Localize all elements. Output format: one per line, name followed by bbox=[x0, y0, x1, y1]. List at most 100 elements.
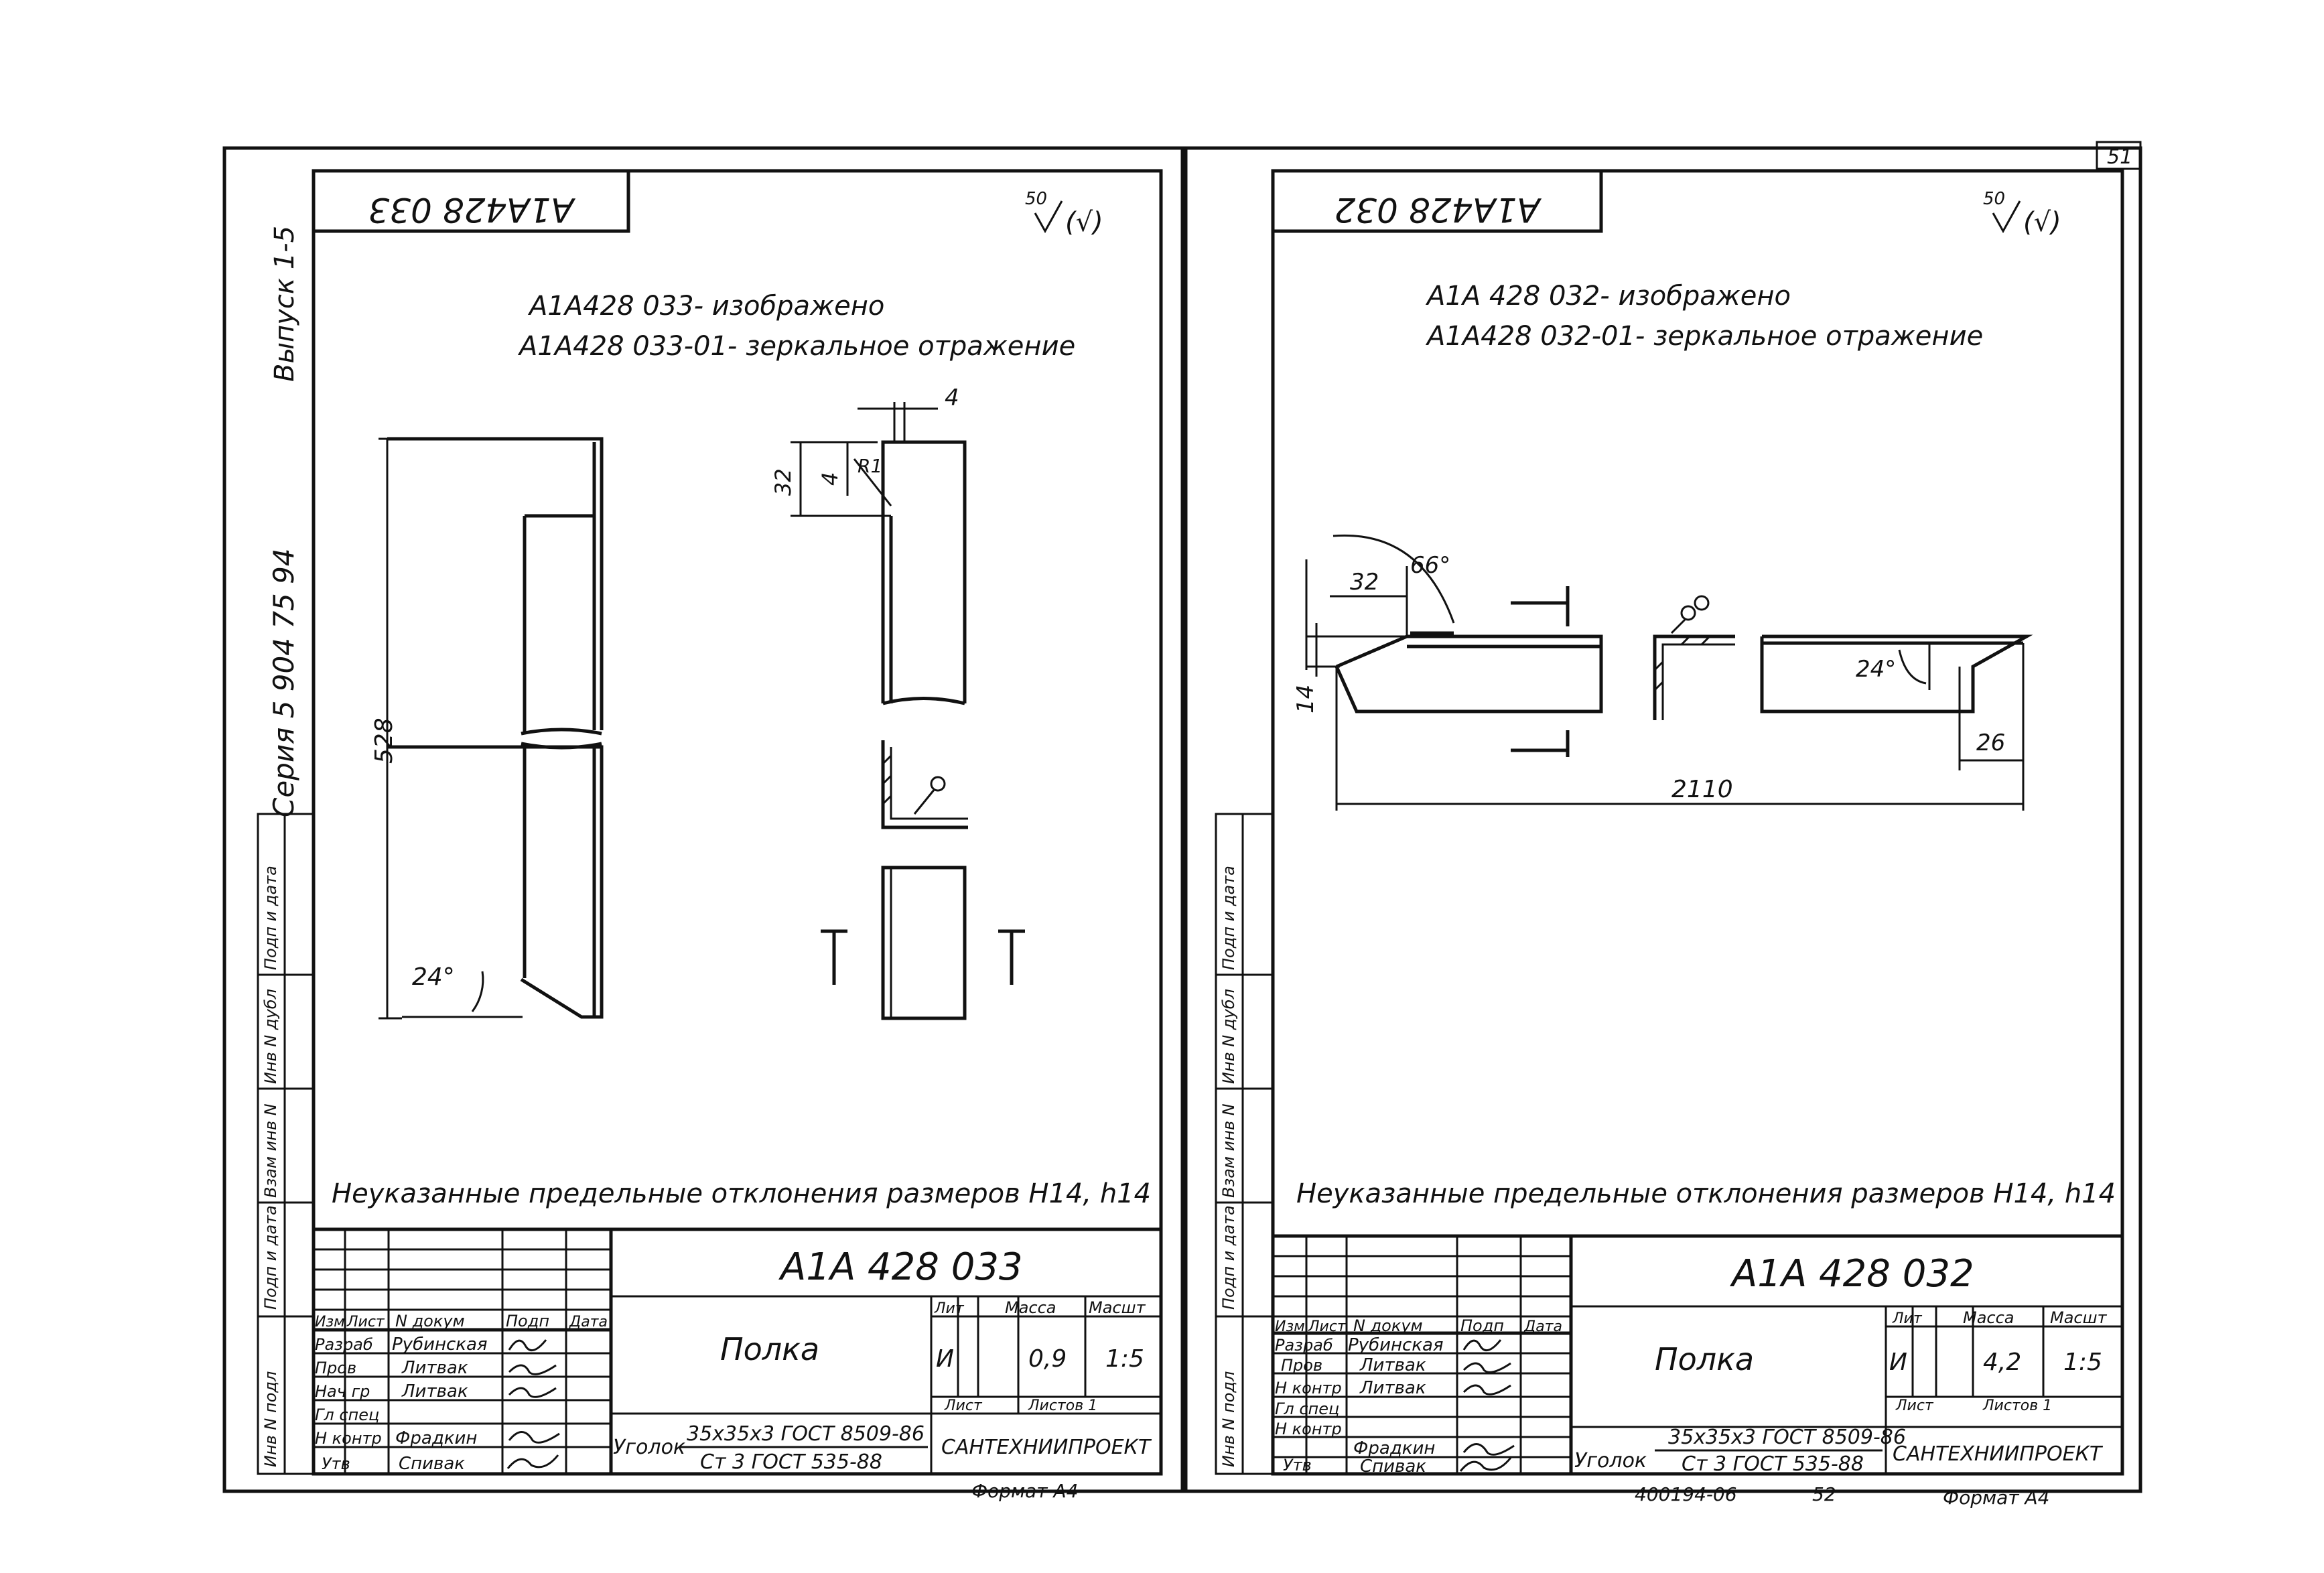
left-designation: А1А 428 033 bbox=[778, 1245, 1023, 1289]
left-mirrored-code-box bbox=[312, 169, 630, 233]
right-role-5: Н контр bbox=[1275, 1420, 1342, 1438]
right-note-line1: А1А 428 032- изображено bbox=[1425, 281, 1791, 312]
side-stamp-label-2: Подп и дата bbox=[261, 1205, 280, 1310]
right-col-header-2: Лист bbox=[1308, 1318, 1347, 1335]
left-roughness-symbol: 50 (√) bbox=[1025, 189, 1103, 238]
side-stamp-label-5: Подп и дата bbox=[261, 866, 280, 970]
left-sheets-label: Листов 1 bbox=[1028, 1397, 1097, 1414]
issue-label: Выпуск 1-5 bbox=[269, 226, 300, 382]
right-footer-code: 400194-06 bbox=[1635, 1483, 1737, 1505]
left-mass-label: Масса bbox=[1005, 1298, 1056, 1317]
right-lit-label: Лит bbox=[1892, 1310, 1923, 1327]
right-name-1: Рубинская bbox=[1348, 1335, 1444, 1355]
left-organization: САНТЕХНИИПРОЕКТ bbox=[941, 1436, 1152, 1459]
right-mirrored-code: А1А428 032 bbox=[1335, 190, 1542, 229]
right-side-stamp: Инв N подл Подп и дата Взам инв N Инв N … bbox=[1215, 813, 1274, 1475]
right-side-stamp-label-2: Подп и дата bbox=[1219, 1205, 1238, 1310]
right-role-2: Пров bbox=[1281, 1356, 1322, 1375]
right-dim-cut: 26 bbox=[1976, 730, 2005, 756]
left-mass-value: 0,9 bbox=[1028, 1345, 1067, 1373]
left-role-3: Нач гр bbox=[315, 1382, 370, 1401]
right-mirrored-code-box bbox=[1271, 169, 1603, 233]
left-angle-section bbox=[881, 740, 968, 829]
svg-text:50: 50 bbox=[1025, 189, 1047, 209]
left-sheet-border bbox=[222, 146, 1184, 1493]
side-stamp-label-1: Инв N подл bbox=[261, 1371, 280, 1467]
right-name-5: Фрадкин bbox=[1353, 1438, 1435, 1458]
left-main-view: 528 24° bbox=[370, 437, 604, 1020]
left-mirrored-code: А1А428 033 bbox=[368, 190, 576, 229]
right-sheets-label: Листов 1 bbox=[1982, 1397, 2052, 1414]
right-material-top: 35x35x3 ГОСТ 8509-86 bbox=[1668, 1426, 1906, 1449]
right-title-block: Изм Лист N докум Подп Дата Разраб Пров Н… bbox=[1271, 1234, 2124, 1509]
right-role-4: Гл спец bbox=[1275, 1399, 1339, 1418]
left-name-1: Рубинская bbox=[392, 1335, 488, 1355]
left-scale-value: 1:5 bbox=[1105, 1345, 1144, 1373]
left-name-2: Литвак bbox=[401, 1358, 468, 1378]
left-col-header-1: Изм bbox=[315, 1314, 345, 1330]
side-stamp-label-3: Взам инв N bbox=[261, 1103, 280, 1198]
right-name-2: Литвак bbox=[1359, 1355, 1426, 1375]
left-lit-label: Лит bbox=[934, 1300, 965, 1317]
left-part-name: Полка bbox=[720, 1331, 819, 1367]
left-side-view: 32 4 R1 4 bbox=[770, 385, 967, 705]
right-lit-value: И bbox=[1889, 1349, 1907, 1376]
svg-text:(√): (√) bbox=[1065, 207, 1103, 238]
left-note-line1: А1А428 033- изображено bbox=[527, 291, 884, 322]
right-col-header-5: Дата bbox=[1523, 1318, 1562, 1335]
right-scale-label: Масшт bbox=[2050, 1308, 2108, 1327]
left-col-header-4: Подп bbox=[506, 1312, 549, 1330]
left-name-3: Литвак bbox=[401, 1381, 468, 1401]
left-role-2: Пров bbox=[315, 1359, 356, 1377]
svg-text:(√): (√) bbox=[2023, 207, 2061, 238]
right-sheet-border bbox=[1184, 146, 2142, 1493]
left-dim-thick: 4 bbox=[945, 385, 959, 411]
left-scale-label: Масшт bbox=[1089, 1298, 1146, 1317]
right-name-6: Спивак bbox=[1360, 1456, 1426, 1477]
right-col-header-3: N докум bbox=[1353, 1316, 1423, 1335]
left-side-stamp: Инв N подл Подп и дата Взам инв N Инв N … bbox=[257, 813, 315, 1475]
left-dim-length: 528 bbox=[370, 717, 398, 764]
left-inner-frame bbox=[312, 169, 1163, 1476]
right-name-3: Литвак bbox=[1359, 1378, 1426, 1398]
left-lower-view bbox=[821, 866, 1025, 1020]
right-organization: САНТЕХНИИПРОЕКТ bbox=[1893, 1442, 2104, 1466]
right-side-stamp-label-3: Взам инв N bbox=[1219, 1103, 1238, 1198]
right-col-header-4: Подп bbox=[1460, 1316, 1504, 1335]
right-signature-6 bbox=[1459, 1457, 1512, 1472]
left-signature-1 bbox=[508, 1339, 547, 1352]
left-role-6: Утв bbox=[322, 1454, 350, 1473]
right-mass-value: 4,2 bbox=[1983, 1349, 2021, 1376]
right-material-prefix: Уголок bbox=[1574, 1449, 1647, 1473]
left-role-5: Н контр bbox=[315, 1429, 382, 1448]
right-mass-label: Масса bbox=[1963, 1308, 2014, 1327]
right-tolerance-note: Неуказанные предельные отклонения размер… bbox=[1296, 1178, 2116, 1209]
side-stamp-label-4: Инв N дубл bbox=[261, 989, 280, 1084]
left-material-top: 35x35x3 ГОСТ 8509-86 bbox=[687, 1422, 925, 1446]
right-footer-number: 52 bbox=[1812, 1483, 1836, 1505]
left-material-prefix: Уголок bbox=[613, 1436, 685, 1459]
left-role-1: Разраб bbox=[315, 1335, 373, 1354]
left-lit-value: И bbox=[936, 1345, 954, 1373]
left-col-header-2: Лист bbox=[346, 1314, 385, 1330]
left-sheet-label: Лист bbox=[944, 1397, 983, 1414]
left-dim-radius: R1 bbox=[858, 455, 882, 477]
right-roughness-symbol: 50 (√) bbox=[1983, 189, 2061, 238]
right-scale-value: 1:5 bbox=[2063, 1349, 2102, 1376]
left-role-4: Гл спец bbox=[315, 1406, 379, 1424]
right-signature-5 bbox=[1462, 1443, 1515, 1456]
left-name-5: Фрадкин bbox=[395, 1428, 477, 1448]
left-material-bottom: Ст 3 ГОСТ 535-88 bbox=[700, 1450, 882, 1474]
left-dim-height: 32 bbox=[770, 468, 796, 496]
right-signature-3 bbox=[1462, 1384, 1511, 1395]
left-signature-6 bbox=[506, 1454, 559, 1469]
right-note-line2: А1А428 032-01- зеркальное отражение bbox=[1425, 321, 1983, 352]
left-signature-5 bbox=[508, 1431, 560, 1444]
left-name-6: Спивак bbox=[399, 1454, 465, 1474]
right-part-name: Полка bbox=[1655, 1341, 1754, 1377]
left-tolerance-note: Неуказанные предельные отклонения размер… bbox=[332, 1178, 1151, 1209]
left-signature-3 bbox=[508, 1387, 557, 1398]
right-main-view: 14 32 66° 24° 26 2110 bbox=[1292, 534, 2033, 811]
right-inner-frame bbox=[1271, 169, 2124, 1476]
